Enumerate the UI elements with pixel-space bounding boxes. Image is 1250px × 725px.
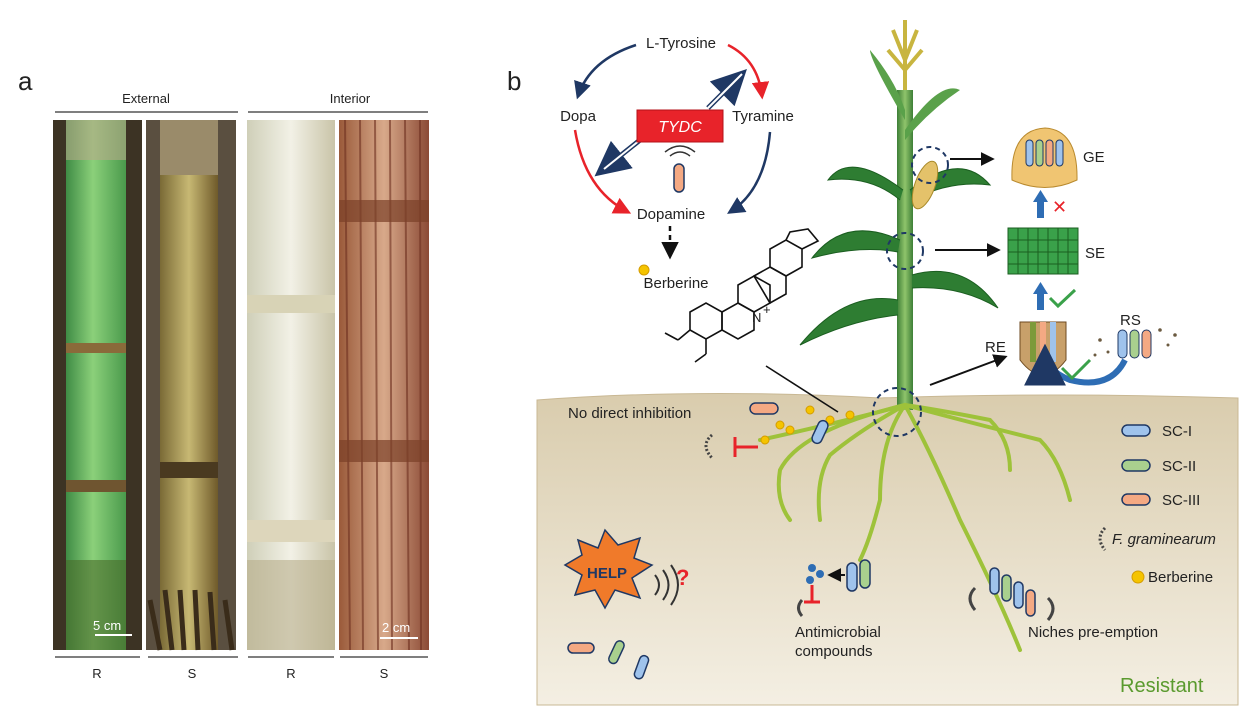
- label-r-external: R: [92, 666, 101, 681]
- l-tyrosine-label: L-Tyrosine: [646, 35, 716, 52]
- arrow-tyramine-dopamine: [727, 131, 772, 214]
- legend-sc2-icon: [1121, 459, 1151, 472]
- arrow-tyrosine-dopa: [574, 43, 637, 100]
- arrow-to-re: [929, 354, 1008, 386]
- signal-waves-icon: [654, 564, 679, 606]
- legend-sc1-label: SC-I: [1162, 423, 1192, 440]
- label-s-external: S: [188, 666, 197, 681]
- resistant-label: Resistant: [1120, 675, 1204, 697]
- question-mark: ?: [676, 565, 689, 590]
- cross-mark-icon: ✕: [1052, 197, 1067, 217]
- help-label: HELP: [587, 565, 627, 582]
- check-mark-se-icon: [1048, 288, 1077, 309]
- berberine-label: Berberine: [643, 275, 708, 292]
- antimicrobial-label-line1: Antimicrobial: [795, 624, 881, 641]
- tydc-label: TYDC: [658, 119, 702, 136]
- antimicrobial-icon: [797, 559, 871, 617]
- ge-label: GE: [1083, 149, 1105, 166]
- legend-sc3-icon: [1121, 493, 1151, 506]
- signal-bacterium-icon: [664, 145, 696, 193]
- fungus-inhibited-icon: [704, 433, 758, 460]
- pointer-to-roots: [765, 365, 839, 413]
- photo-interior-resistant: [247, 120, 335, 650]
- legend-berberine-icon: [1131, 570, 1145, 584]
- dopa-label: Dopa: [560, 108, 597, 125]
- plus-sign: +: [763, 302, 771, 317]
- root-system: [758, 403, 1072, 652]
- tassel-icon: [886, 20, 924, 100]
- panel-a-letter: a: [18, 66, 33, 96]
- arrow-re-se: [1033, 282, 1048, 310]
- rs-label: RS: [1120, 312, 1141, 329]
- zoom-circle-stem: [886, 232, 924, 270]
- zoom-circle-root: [872, 387, 922, 437]
- niche-bacteria-cluster: [968, 567, 1055, 621]
- label-s-interior: S: [380, 666, 389, 681]
- stem-endosphere-icon: [1007, 227, 1079, 275]
- maize-plant: [799, 20, 999, 410]
- no-direct-inhibition-label: No direct inhibition: [568, 405, 691, 422]
- legend: SC-I SC-II SC-III F. graminearum Berberi…: [1098, 423, 1216, 586]
- help-burst-icon: [563, 528, 654, 610]
- arrow-dopa-dopamine: [573, 129, 632, 214]
- n-plus-label: N: [752, 310, 761, 325]
- legend-berberine-label: Berberine: [1148, 569, 1213, 586]
- leaf: [911, 271, 999, 309]
- legend-sc2-label: SC-II: [1162, 458, 1196, 475]
- bacterium-sc3-icon: [749, 402, 779, 415]
- berberine-dot: [638, 264, 650, 276]
- ear-icon: [911, 160, 939, 210]
- panel-b-letter: b: [507, 66, 521, 96]
- header-interior: Interior: [330, 91, 371, 106]
- grain-endosphere-icon: [1011, 127, 1078, 188]
- photo-external-resistant: [53, 120, 142, 650]
- legend-fungus-label: F. graminearum: [1112, 531, 1216, 548]
- leaf: [799, 298, 899, 346]
- root-endosphere-icon: [1019, 321, 1067, 376]
- legend-sc3-label: SC-III: [1162, 492, 1200, 509]
- blocked-arrow-se-ge: [1033, 190, 1048, 218]
- berberine-structure-icon: [664, 228, 820, 363]
- scale-label-external: 5 cm: [93, 618, 121, 633]
- tyramine-label: Tyramine: [732, 108, 794, 125]
- leaf: [870, 50, 905, 120]
- photo-external-susceptible: [146, 120, 236, 651]
- help-bacteria-group: [567, 640, 650, 680]
- header-external: External: [122, 91, 170, 106]
- arrow-tyrosine-tyramine: [727, 43, 770, 100]
- leaf: [826, 166, 904, 201]
- leaf: [905, 88, 960, 140]
- zoom-circle-ear: [911, 146, 949, 184]
- niches-label: Niches pre-emption: [1028, 624, 1158, 641]
- rhizosphere-bacteria-icon: [1093, 328, 1177, 359]
- dopamine-label: Dopamine: [637, 206, 705, 223]
- check-mark-re-icon: [1060, 358, 1092, 381]
- se-label: SE: [1085, 245, 1105, 262]
- legend-sc1-icon: [1121, 424, 1151, 437]
- tydc-box: [636, 109, 724, 143]
- bacterium-sc1-icon: [811, 419, 829, 445]
- scale-label-interior: 2 cm: [382, 620, 410, 635]
- arrow-rs-re: [1024, 343, 1128, 386]
- root-berberine-dots: [760, 405, 855, 445]
- label-r-interior: R: [286, 666, 295, 681]
- soil-area: [536, 392, 1239, 706]
- antimicrobial-label-line2: compounds: [795, 643, 873, 660]
- leaf: [810, 230, 901, 259]
- re-label: RE: [985, 339, 1006, 356]
- photo-interior-susceptible: [339, 119, 429, 651]
